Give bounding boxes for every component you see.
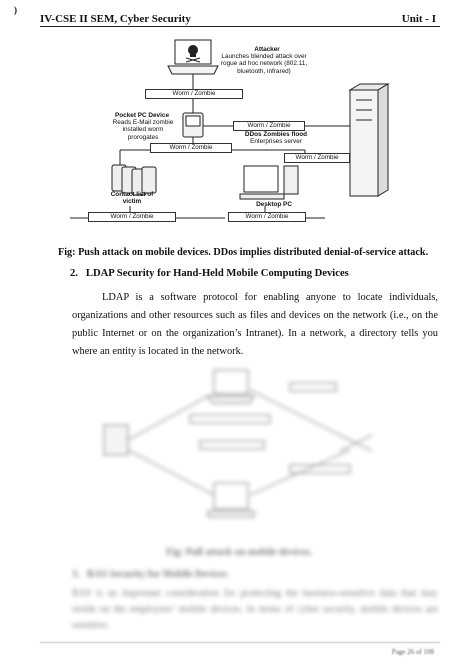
contact-list-label: Contact list of victim [110, 191, 154, 206]
ldap-paragraph-text: LDAP is a software protocol for enabling… [72, 292, 438, 357]
blurred-section-number: 3. [72, 569, 80, 580]
ldap-paragraph: LDAP is a software protocol for enabling… [72, 289, 438, 361]
enterprise-server [349, 89, 379, 197]
desktop-pc-label: Desktop PC [256, 201, 292, 208]
worm-zombie-box-desktop: Worm / Zombie [284, 153, 350, 163]
section-title: LDAP Security for Hand-Held Mobile Compu… [85, 268, 349, 279]
section-heading: 2. LDAP Security for Hand-Held Mobile Co… [70, 268, 349, 279]
pocket-pc-title: Pocket PC Device [115, 112, 169, 119]
worm-zombie-box-server: Worm / Zombie [233, 121, 305, 131]
page-number: Page 26 of 108 [391, 648, 434, 656]
blurred-paragraph: RAS is an important consideration for pr… [72, 588, 438, 631]
attacker-title: Attacker [254, 46, 280, 53]
attacker-laptop-base [167, 65, 219, 75]
desktop-keyboard [239, 193, 285, 200]
corner-mark: ) [14, 5, 17, 15]
pull-attack-diagram [0, 355, 474, 555]
blurred-section-heading: 3. RAS Security for Mobile Devices [72, 569, 227, 580]
worm-zombie-box-middle: Worm / Zombie [150, 143, 232, 153]
pocket-pc-description: Reads E-Mail zombie installed worm proro… [112, 119, 174, 141]
victim-phone-4 [141, 166, 157, 194]
header-rule [40, 26, 440, 27]
header-unit: Unit - I [401, 13, 436, 25]
push-attack-diagram: Attacker Launches blended attack over ro… [0, 0, 474, 240]
blurred-section-title: RAS Security for Mobile Devices [87, 569, 228, 580]
worm-zombie-box-top: Worm / Zombie [145, 89, 243, 99]
ddos-description: Enterprises server [250, 138, 302, 145]
footer-rule [40, 642, 440, 643]
ddos-title: DDos Zombies flood [244, 131, 308, 138]
worm-zombie-box-bottom-right: Worm / Zombie [228, 212, 306, 222]
figure-caption: Fig: Push attack on mobile devices. DDos… [58, 247, 429, 258]
skull-icon [188, 45, 198, 55]
header-course-title: IV-CSE II SEM, Cyber Security [40, 13, 191, 25]
attacker-description: Launches blended attack over rogue ad ho… [220, 53, 308, 75]
diagram-lines [70, 39, 390, 219]
section-number: 2. [70, 268, 78, 279]
worm-zombie-box-bottom-left: Worm / Zombie [88, 212, 176, 222]
desktop-tower [283, 165, 299, 195]
desktop-monitor [243, 165, 279, 193]
blurred-figure-caption: Fig: Pull attack on mobile devices. [166, 547, 313, 558]
